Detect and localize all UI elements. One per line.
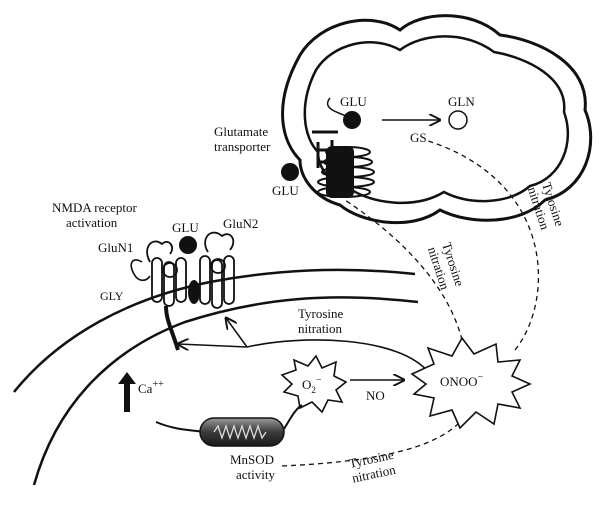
glun2-label: GluN2 — [223, 216, 258, 231]
peroxynitrite-label: ONOO− — [440, 372, 484, 389]
gs-label: GS — [410, 130, 427, 145]
mnsod-helix-pattern — [213, 423, 267, 441]
peroxynitrite-starburst — [410, 336, 532, 430]
mnsod-enzyme — [199, 417, 285, 447]
glu-nmda-label: GLU — [172, 220, 199, 235]
glu-transporter-dot — [281, 163, 299, 181]
calcium-up-arrow — [118, 372, 136, 412]
dashed-onoo-to-transporter — [344, 199, 463, 341]
glu-transporter-label: GLU — [272, 183, 299, 198]
superoxide-starburst — [280, 354, 348, 414]
tyrosine-right-label: Tyrosine nitration — [525, 180, 568, 232]
dashed-mnsod-to-onoo — [281, 423, 459, 467]
transporter-label-line2: transporter — [214, 139, 271, 154]
nmda-label-line2: activation — [66, 215, 118, 230]
nitration-arrow-to-glun2 — [226, 318, 248, 348]
glun1-c-terminal-tail — [164, 305, 180, 351]
nmda-receptor — [146, 231, 235, 351]
glun2-helix-c — [223, 255, 235, 305]
glutamate-transporter — [312, 130, 375, 198]
glun2-n-terminal-tail — [204, 231, 235, 253]
gln-label: GLN — [448, 94, 475, 109]
glun2-helix-b — [211, 259, 223, 309]
gln-circle — [448, 110, 468, 130]
astrocyte-inner-membrane — [303, 35, 569, 205]
nmda-label-line1: NMDA receptor — [52, 200, 138, 215]
glun1-helix-c — [175, 257, 187, 303]
mnsod-label-line1: MnSOD — [230, 452, 274, 467]
tyrosine-bottom-label: Tyrosine nitration — [348, 447, 398, 486]
nitration-arrow-to-glun1 — [178, 344, 248, 347]
calcium-label: Ca++ — [138, 379, 164, 396]
tyrosine-center-line1: Tyrosine — [298, 306, 344, 321]
mnsod-label-line2: activity — [236, 467, 275, 482]
glun1-n-terminal-tail — [146, 240, 174, 263]
gly-label: GLY — [100, 289, 124, 303]
neuron-membrane-outer — [13, 268, 416, 393]
neuron-membrane-inner — [32, 296, 419, 486]
transporter-label-line1: Glutamate — [214, 124, 268, 139]
glun1-helix-a — [151, 257, 163, 303]
glun1-ligand-site — [162, 262, 178, 278]
glu-inner-dot — [343, 111, 361, 129]
tyrosine-center-line2: nitration — [298, 321, 343, 336]
glun1-extracellular-loop — [130, 259, 151, 282]
tyrosine-mid-label: Tyrosine nitration — [425, 240, 468, 292]
astrocyte — [281, 14, 593, 225]
glun1-helix-b — [163, 261, 175, 307]
glun2-helix-a — [199, 255, 211, 305]
glun2-ligand-site — [210, 258, 226, 274]
onoo-to-receptor-curve — [246, 339, 431, 375]
transporter-body — [326, 146, 354, 198]
glu-nmda-dot — [179, 236, 197, 254]
astrocyte-outer-membrane — [281, 14, 593, 225]
superoxide-label: O2− — [302, 375, 322, 395]
glun1-label: GluN1 — [98, 240, 133, 255]
no-label: NO — [366, 388, 385, 403]
glun-pore-block — [188, 280, 200, 304]
glu-inner-label: GLU — [340, 94, 367, 109]
